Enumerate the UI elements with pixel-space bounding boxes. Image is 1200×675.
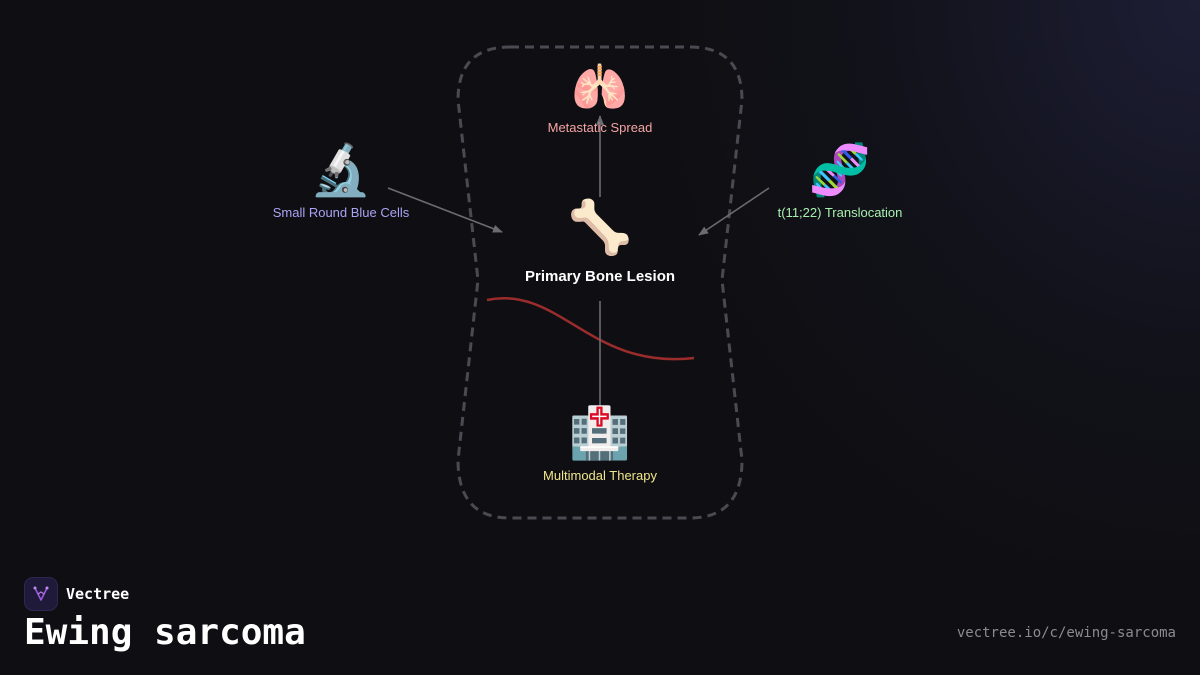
node-label-translocation: t(11;22) Translocation — [777, 205, 903, 220]
page-title: Ewing sarcoma — [24, 612, 306, 653]
red-curve — [486, 297, 695, 361]
node-label-metastatic-spread: Metastatic Spread — [547, 120, 653, 135]
edge-cells-to-lesion — [387, 187, 503, 233]
microscope-icon: 🔬 — [309, 141, 373, 199]
hospital-icon: 🏥 — [568, 404, 632, 462]
region-boundary — [456, 45, 744, 520]
bone-icon: 🦴 — [567, 198, 633, 258]
node-label-small-round-blue-cells: Small Round Blue Cells — [272, 205, 410, 220]
vectree-logo — [24, 577, 58, 611]
edge-translocation-to-lesion — [698, 187, 770, 236]
brand-name: Vectree — [66, 585, 130, 603]
page-url-link[interactable]: vectree.io/c/ewing-sarcoma — [956, 625, 1176, 641]
node-label-multimodal-therapy: Multimodal Therapy — [543, 468, 657, 483]
dna-icon: 🧬 — [808, 141, 872, 199]
center-node-label: Primary Bone Lesion — [524, 268, 676, 285]
lungs-icon: 🫁 — [571, 60, 629, 114]
logo-mark-icon — [33, 586, 49, 601]
